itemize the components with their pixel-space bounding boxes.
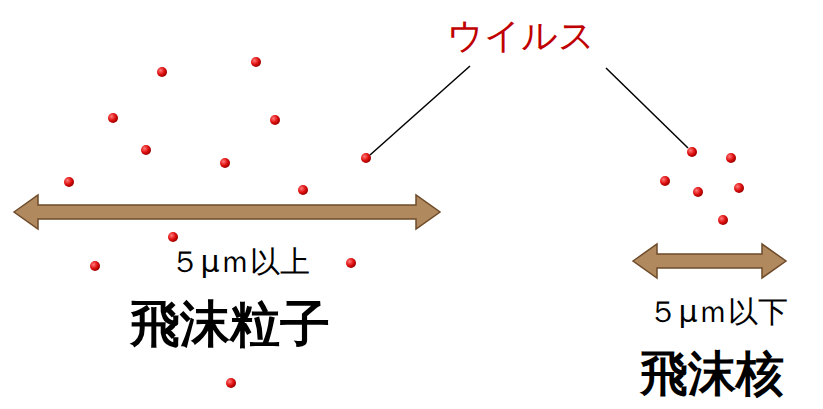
size-arrows bbox=[14, 195, 786, 278]
leader-line bbox=[606, 68, 688, 148]
nucleus-polygon: ５μｍ以下飛沫核 bbox=[620, 95, 812, 405]
virus-dot bbox=[687, 147, 697, 157]
virus-dot bbox=[64, 177, 74, 187]
virus-dot bbox=[141, 145, 151, 155]
double-arrow bbox=[14, 195, 440, 229]
virus-label: ウイルス bbox=[447, 16, 595, 56]
virus-dot bbox=[251, 57, 261, 67]
virus-dot bbox=[108, 113, 118, 123]
double-arrow bbox=[633, 244, 786, 278]
virus-dot bbox=[660, 176, 670, 186]
virus-dots bbox=[64, 57, 744, 388]
name-label: 飛沫核 bbox=[640, 347, 784, 400]
virus-dot bbox=[157, 67, 167, 77]
virus-dot bbox=[168, 232, 178, 242]
virus-dot bbox=[226, 378, 236, 388]
virus-dot bbox=[270, 115, 280, 125]
leader-lines bbox=[370, 66, 688, 155]
name-label: 飛沫粒子 bbox=[130, 297, 330, 352]
virus-dot bbox=[734, 183, 744, 193]
droplet-circle: ５μｍ以上飛沫粒子 bbox=[8, 5, 442, 405]
nucleus-shape bbox=[638, 112, 787, 237]
virus-dot bbox=[298, 185, 308, 195]
droplet-shape bbox=[9, 6, 441, 404]
virus-dot bbox=[361, 153, 371, 163]
leader-line bbox=[370, 66, 470, 155]
virus-dot bbox=[346, 258, 356, 268]
size-label: ５μｍ以上 bbox=[170, 245, 309, 278]
virus-dot bbox=[90, 261, 100, 271]
size-label: ５μｍ以下 bbox=[648, 295, 787, 328]
virus-dot bbox=[726, 153, 736, 163]
virus-dot bbox=[220, 158, 230, 168]
virus-dot bbox=[718, 215, 728, 225]
virus-dot bbox=[693, 187, 703, 197]
